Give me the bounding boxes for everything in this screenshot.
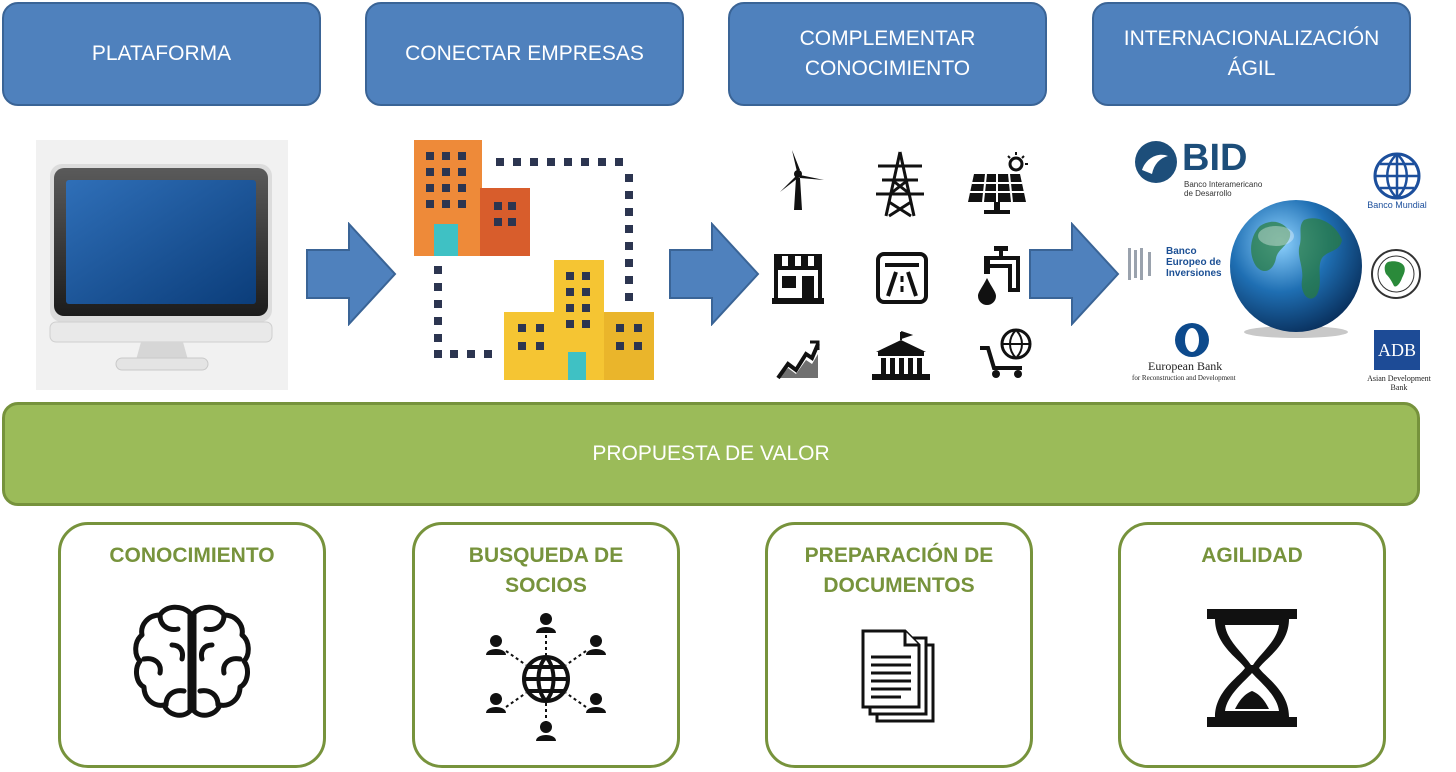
world-bank-logo-icon xyxy=(1373,152,1421,200)
connected-buildings-icon xyxy=(414,140,654,380)
world-bank-name: Banco Mundial xyxy=(1367,200,1427,210)
computer-monitor-icon xyxy=(36,140,288,390)
eib-logo-icon xyxy=(1128,248,1151,280)
power-tower-icon xyxy=(876,151,924,218)
bid-logo-sub2: de Desarrollo xyxy=(1184,189,1232,198)
growth-chart-icon xyxy=(776,340,820,380)
ebrd-line2: for Reconstruction and Development xyxy=(1132,374,1236,382)
bid-logo-name: BID xyxy=(1182,137,1248,179)
step-label: PLATAFORMA xyxy=(91,42,232,65)
highway-icon xyxy=(876,252,928,304)
brain-icon xyxy=(133,604,251,718)
value-proposition-label: PROPUESTA DE VALOR xyxy=(592,442,830,465)
step-complementar-conocimiento: COMPLEMENTAR CONOCIMIENTO xyxy=(728,2,1047,106)
shopping-cart-globe-icon xyxy=(980,328,1032,378)
benefit-title: PREPARACIÓN DE DOCUMENTOS xyxy=(804,544,994,597)
benefit-agilidad: AGILIDAD xyxy=(1118,522,1386,768)
store-icon xyxy=(772,254,824,304)
bid-logo-icon xyxy=(1135,141,1177,183)
documents-icon xyxy=(861,629,935,723)
benefit-title: CONOCIMIENTO xyxy=(109,544,275,567)
arrow-right-icon xyxy=(306,222,397,326)
step-internacionalizacion-agil: INTERNACIONALIZACIÓN ÁGIL xyxy=(1092,2,1411,106)
eib-line3: Inversiones xyxy=(1166,268,1222,279)
eib-line2: Europeo de xyxy=(1166,257,1222,268)
step-label: INTERNACIONALIZACIÓN ÁGIL xyxy=(1123,27,1380,80)
water-tap-icon xyxy=(978,246,1020,305)
solar-panel-icon xyxy=(968,152,1028,214)
adb-logo: ADB xyxy=(1374,330,1420,370)
step-conectar-empresas: CONECTAR EMPRESAS xyxy=(365,2,684,106)
globe-icon xyxy=(1230,200,1362,338)
step-plataforma: PLATAFORMA xyxy=(2,2,321,106)
ebrd-line1: European Bank xyxy=(1148,359,1223,373)
benefit-title: AGILIDAD xyxy=(1201,544,1303,567)
benefit-title: BUSQUEDA DE SOCIOS xyxy=(468,544,624,597)
bid-logo-sub1: Banco Interamericano xyxy=(1184,180,1263,189)
arrow-right-icon xyxy=(1029,222,1120,326)
benefit-preparacion-documentos: PREPARACIÓN DE DOCUMENTOS xyxy=(765,522,1033,768)
wind-turbine-icon xyxy=(780,150,824,210)
benefit-busqueda-socios: BUSQUEDA DE SOCIOS xyxy=(412,522,680,768)
afdb-logo-icon xyxy=(1371,249,1421,299)
value-proposition-bar: PROPUESTA DE VALOR xyxy=(2,402,1420,506)
ebrd-logo-icon xyxy=(1175,323,1209,357)
hourglass-icon xyxy=(1207,609,1297,727)
step-label: COMPLEMENTAR CONOCIMIENTO xyxy=(799,27,976,80)
benefit-conocimiento: CONOCIMIENTO xyxy=(58,522,326,768)
government-building-icon xyxy=(872,331,930,380)
adb-name: Asian Development Bank xyxy=(1367,374,1431,392)
eib-line1: Banco xyxy=(1166,246,1197,257)
network-globe-icon xyxy=(486,613,606,741)
step-label: CONECTAR EMPRESAS xyxy=(405,42,644,65)
arrow-right-icon xyxy=(669,222,760,326)
